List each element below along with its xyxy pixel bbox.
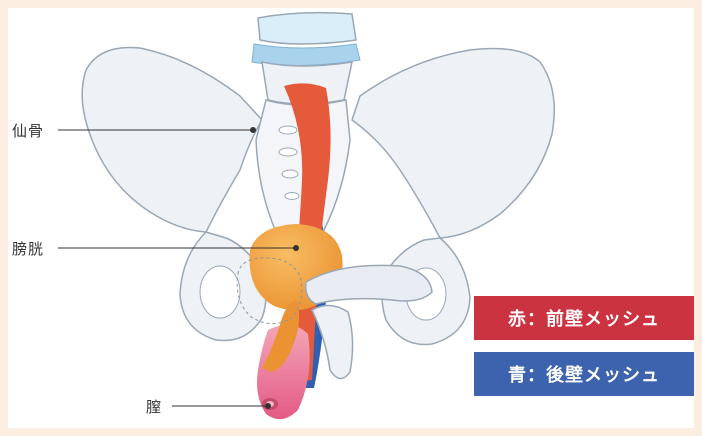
left-ilium	[82, 47, 262, 232]
legend-anterior-mesh: 赤：前壁メッシュ	[474, 296, 694, 340]
lumbar-vertebra	[258, 13, 356, 44]
right-ilium	[352, 49, 554, 239]
legend-posterior-mesh: 青：後壁メッシュ	[474, 352, 694, 396]
label-vagina: 膣	[146, 396, 162, 417]
label-sacrum: 仙骨	[12, 120, 44, 141]
intervertebral-disc	[252, 44, 360, 66]
label-bladder: 膀胱	[12, 238, 44, 259]
left-obturator	[200, 266, 240, 318]
